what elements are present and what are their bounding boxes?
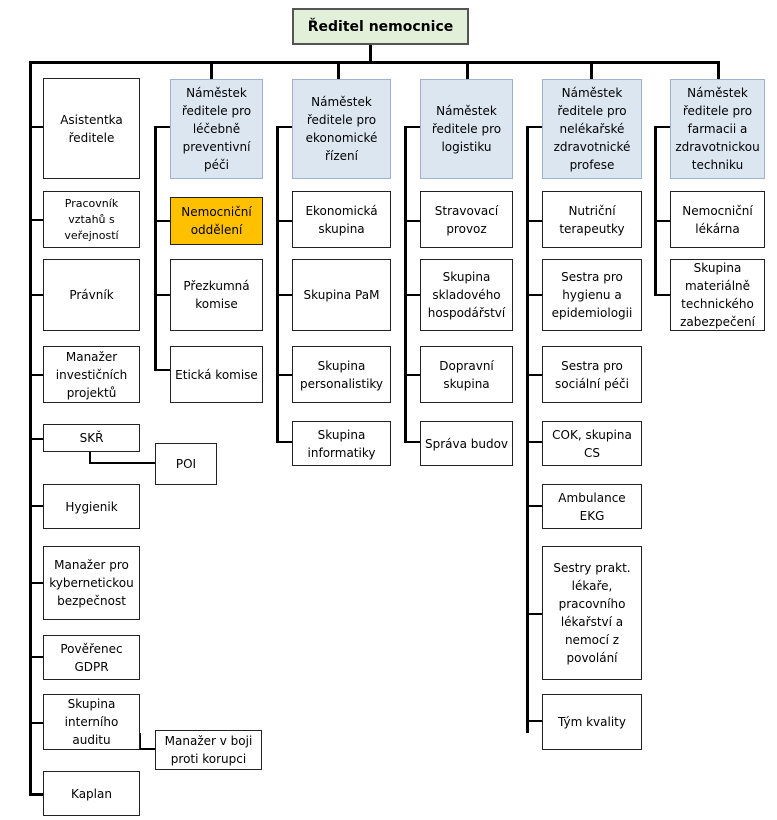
- unit-hygiene-nurse-box: Sestra pro hygienu a epidemiologii: [542, 259, 642, 331]
- connector: [404, 294, 420, 296]
- unit-nutrition-box: Nutriční terapeutky: [542, 191, 642, 248]
- connector: [154, 126, 157, 371]
- staff-poi-box: POI: [155, 443, 217, 485]
- unit-transport-box: Dopravní skupina: [420, 346, 513, 403]
- director-box: Ředitel nemocnice: [292, 8, 469, 45]
- connector: [526, 374, 542, 376]
- unit-hospital-departments-box: Nemocniční oddělení: [170, 197, 263, 245]
- connector: [154, 220, 170, 222]
- unit-quality-team-box: Tým kvality: [542, 694, 642, 750]
- connector: [466, 61, 469, 79]
- connector: [29, 61, 32, 795]
- connector: [404, 126, 407, 443]
- connector: [526, 126, 529, 733]
- staff-assistant-box: Asistentka ředitele: [43, 78, 140, 179]
- connector: [29, 438, 43, 440]
- staff-anticorruption-box: Manažer v boji proti korupci: [155, 730, 262, 770]
- connector: [404, 220, 420, 222]
- staff-pr-box: Pracovník vztahů s veřejností: [43, 191, 140, 248]
- connector: [369, 44, 372, 62]
- connector: [404, 126, 420, 128]
- unit-material-tech-box: Skupina materiálně technického zabezpeče…: [670, 259, 765, 331]
- connector: [526, 294, 542, 296]
- connector: [210, 61, 213, 79]
- connector: [276, 441, 292, 443]
- connector: [276, 374, 292, 376]
- staff-gdpr-box: Pověřenec GDPR: [43, 635, 140, 680]
- staff-investment-box: Manažer investičních projektů: [43, 346, 140, 403]
- connector: [654, 294, 670, 296]
- unit-hr-group-box: Skupina personalistiky: [292, 346, 391, 403]
- connector: [526, 720, 542, 722]
- deputy-nonmedical-box: Náměstek ředitele pro nelékařské zdravot…: [542, 79, 642, 179]
- connector: [590, 61, 593, 79]
- connector: [654, 126, 657, 296]
- connector: [139, 733, 141, 750]
- unit-warehouse-box: Skupina skladového hospodářství: [420, 259, 513, 331]
- connector: [29, 374, 43, 376]
- staff-skr-box: SKŘ: [43, 424, 140, 452]
- deputy-pharmacy-box: Náměstek ředitele pro farmacii a zdravot…: [670, 79, 765, 179]
- connector: [29, 126, 43, 128]
- connector: [526, 505, 542, 507]
- connector: [154, 126, 170, 128]
- connector: [404, 374, 420, 376]
- connector: [29, 793, 43, 796]
- connector: [29, 505, 43, 507]
- unit-cok-box: COK, skupina CS: [542, 421, 642, 466]
- connector: [526, 441, 542, 443]
- unit-pharmacy-box: Nemocniční lékárna: [670, 191, 765, 248]
- staff-chaplain-box: Kaplan: [43, 771, 140, 816]
- unit-ekg-box: Ambulance EKG: [542, 484, 642, 529]
- connector: [29, 656, 43, 658]
- connector: [526, 126, 542, 128]
- staff-audit-box: Skupina interního auditu: [43, 694, 140, 750]
- connector: [526, 613, 542, 615]
- connector: [89, 451, 91, 464]
- staff-cyber-box: Manažer pro kybernetickou bezpečnost: [43, 546, 140, 620]
- connector: [654, 126, 670, 128]
- deputy-logistics-box: Náměstek ředitele pro logistiku: [420, 79, 513, 179]
- connector: [29, 294, 43, 296]
- connector: [29, 582, 43, 584]
- connector: [89, 462, 155, 464]
- unit-catering-box: Stravovací provoz: [420, 191, 513, 248]
- connector: [717, 61, 720, 79]
- deputy-economics-box: Náměstek ředitele pro ekonomické řízení: [292, 79, 391, 179]
- unit-social-nurse-box: Sestra pro sociální péči: [542, 346, 642, 403]
- connector: [276, 220, 292, 222]
- connector: [29, 61, 719, 64]
- unit-practice-nurses-box: Sestry prakt. lékaře, pracovního lékařst…: [542, 546, 642, 680]
- connector: [404, 441, 420, 443]
- staff-lawyer-box: Právník: [43, 259, 140, 331]
- unit-pam-group-box: Skupina PaM: [292, 259, 391, 331]
- unit-economic-group-box: Ekonomická skupina: [292, 191, 391, 248]
- connector: [526, 220, 542, 222]
- unit-it-group-box: Skupina informatiky: [292, 421, 391, 466]
- staff-hygienist-box: Hygienik: [43, 484, 140, 529]
- connector: [276, 126, 292, 128]
- unit-buildings-box: Správa budov: [420, 421, 513, 466]
- deputy-medical-care-box: Náměstek ředitele pro léčebně preventivn…: [170, 79, 263, 179]
- connector: [29, 219, 43, 221]
- connector: [139, 748, 155, 750]
- connector: [29, 722, 43, 724]
- connector: [654, 220, 670, 222]
- unit-review-committee-box: Přezkumná komise: [170, 259, 263, 331]
- connector: [337, 61, 340, 79]
- connector: [154, 294, 170, 296]
- connector: [276, 294, 292, 296]
- connector: [154, 369, 170, 371]
- connector: [276, 126, 279, 443]
- unit-ethics-committee-box: Etická komise: [170, 346, 263, 403]
